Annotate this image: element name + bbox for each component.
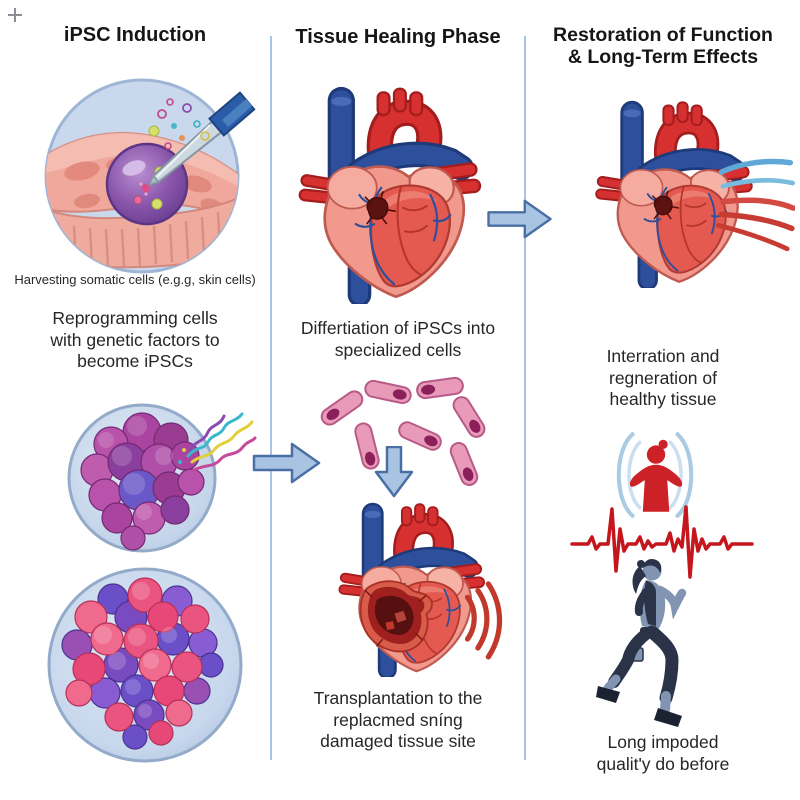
- stem-cells: [80, 412, 205, 551]
- harvest-caption: Harvesting somatic cells (e.g.g, skin ce…: [14, 272, 256, 287]
- ipsc-induction-title: iPSC Induction: [63, 24, 207, 46]
- healthy-heart-illustration: [294, 86, 494, 304]
- outcome-caption: Long impoded qualit'y do before: [596, 732, 730, 774]
- ipsc-colony-illustration: [67, 403, 257, 553]
- damaged-heart-illustration: [320, 502, 503, 677]
- flow-arrow-healing-to-restoration: [487, 199, 552, 239]
- restoration-title: Restoration of Function & Long-Term Effe…: [553, 24, 773, 69]
- skin-biopsy-illustration: [44, 78, 256, 274]
- cell-highlights: [94, 582, 177, 718]
- restored-heart-illustration: [560, 100, 795, 288]
- aura-arcs: [616, 432, 694, 518]
- runner-illustration: [596, 559, 687, 727]
- ipsc-colony-large-illustration: [47, 567, 243, 763]
- flow-arrow-induction-to-healing: [252, 442, 321, 484]
- specialized-cells-illustration: [320, 376, 486, 486]
- corner-plus-artifact: [8, 8, 22, 22]
- genetic-factor-squiggles: [178, 412, 257, 472]
- transplant-caption: Transplantation to the replacmed sníng d…: [313, 688, 483, 752]
- reprogram-caption: Reprogramming cells with genetic factors…: [50, 308, 220, 372]
- flow-arrow-differentiation-down: [374, 446, 414, 498]
- tissue-healing-title: Tissue Healing Phase: [295, 26, 501, 48]
- syringe-icon: [147, 91, 256, 187]
- damaged-tissue-area: [359, 580, 433, 653]
- integration-caption: Interration and regneration of healthy t…: [606, 346, 720, 410]
- column-divider-right: [524, 36, 526, 760]
- floating-molecules: [148, 98, 210, 150]
- differentiation-caption: Differtiation of iPSCs into specialized …: [300, 318, 496, 360]
- patient-figure: [629, 439, 683, 512]
- pulse-waves-icon: [464, 581, 503, 660]
- cell-highlights: [98, 416, 173, 520]
- mixed-cells: [61, 577, 224, 750]
- runner-figure: [596, 559, 687, 727]
- patient-recovery-icon: [616, 432, 694, 518]
- airflow-lines-icon: [715, 158, 795, 252]
- myocyte-cells: [320, 376, 486, 486]
- ecg-trace-icon: [570, 505, 754, 579]
- column-divider-left: [270, 36, 272, 760]
